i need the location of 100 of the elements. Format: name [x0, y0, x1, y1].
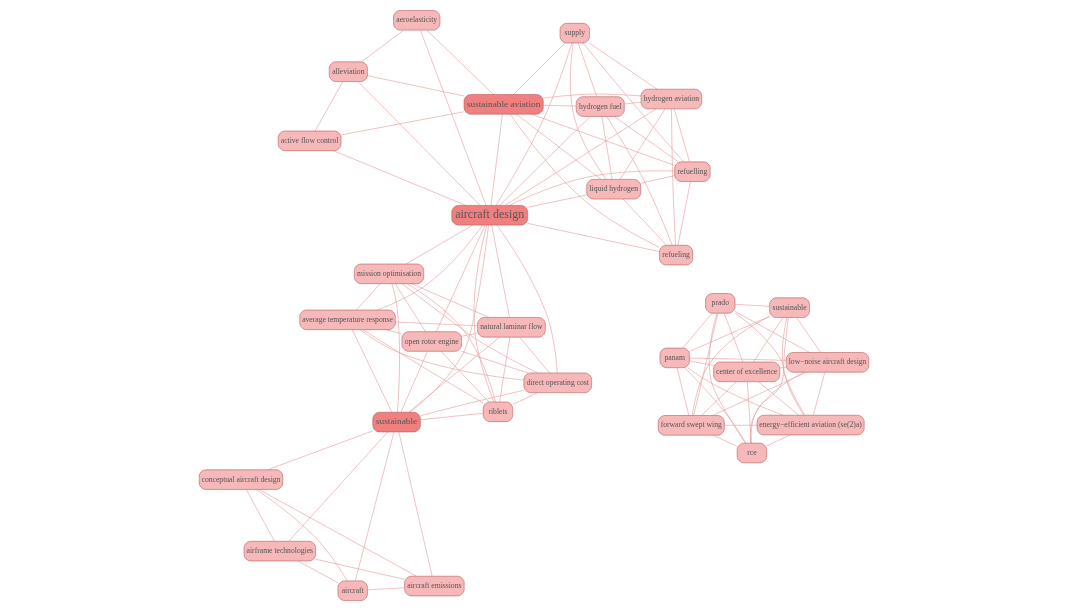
connector: [734, 303, 770, 307]
connector: [605, 116, 673, 246]
connector: [255, 489, 347, 582]
connector: [781, 317, 804, 416]
connector: [498, 336, 510, 403]
connector: [314, 81, 343, 132]
connector: [351, 329, 392, 413]
connector: [688, 357, 786, 361]
connector: [700, 381, 737, 416]
node-box: aircraft: [337, 580, 368, 601]
connector: [765, 434, 790, 447]
node-box: conceptual aircraft design: [198, 469, 283, 490]
connector: [440, 351, 489, 403]
node-box: aeroelasticity: [392, 10, 440, 31]
connector: [419, 29, 486, 206]
connector: [409, 224, 489, 413]
connector: [460, 333, 478, 337]
connector: [750, 317, 789, 444]
connector: [297, 560, 338, 583]
connector: [623, 101, 641, 105]
node-box: sustainable: [768, 297, 810, 318]
node-box: supply: [559, 23, 590, 44]
connector: [734, 312, 805, 416]
connector: [527, 223, 660, 252]
connector: [498, 116, 591, 206]
connector: [435, 224, 485, 332]
connector: [376, 225, 483, 311]
node-box: rce: [736, 442, 767, 464]
connector: [398, 431, 432, 577]
connector: [708, 313, 746, 444]
connector: [495, 42, 572, 206]
connector: [405, 224, 473, 265]
node-box: airframe technologies: [243, 541, 316, 562]
connector: [400, 351, 428, 413]
connector: [812, 371, 825, 416]
connector: [670, 108, 676, 246]
node-box: low−noise aircraft design: [785, 352, 869, 373]
connector: [692, 313, 718, 416]
node-box: forward swept wing: [657, 415, 725, 436]
connector: [683, 367, 746, 444]
connector: [622, 198, 667, 246]
connector: [613, 116, 679, 163]
connector: [504, 108, 656, 206]
node-box: sustainable aviation: [463, 94, 544, 115]
connector: [394, 321, 478, 327]
connector: [245, 489, 275, 542]
node-box: energy−efficient aviation (se(2)a): [756, 414, 864, 436]
connector: [332, 150, 466, 206]
connector: [394, 283, 426, 332]
node-box: hydrogen fuel: [575, 96, 625, 117]
connector: [757, 381, 799, 416]
connector: [490, 113, 503, 206]
connector: [419, 412, 483, 421]
connector: [419, 390, 524, 417]
connector: [340, 111, 464, 136]
connector: [391, 283, 400, 413]
connector: [426, 29, 494, 95]
node-box: mission optimisation: [353, 263, 424, 284]
connector: [515, 113, 601, 180]
connector: [601, 116, 612, 180]
connector: [354, 431, 394, 581]
node-box: hydrogen aviation: [640, 88, 702, 110]
connector: [355, 283, 380, 311]
connector: [518, 336, 550, 374]
connector: [287, 431, 388, 542]
connector: [542, 104, 576, 107]
connector: [779, 366, 786, 369]
connector: [639, 175, 675, 184]
node-box: refueling: [658, 245, 693, 266]
connector: [473, 224, 494, 403]
node-box: direct operating cost: [523, 372, 592, 393]
connector: [691, 316, 770, 416]
connector: [407, 336, 500, 413]
connector: [509, 113, 660, 248]
node-box: average temperature response: [298, 309, 396, 330]
connector: [366, 587, 405, 591]
connector: [746, 381, 752, 444]
connector: [542, 93, 641, 99]
node-box: open rotor engine: [401, 331, 462, 352]
connector: [723, 424, 757, 426]
connector: [577, 42, 597, 97]
node-box: panam: [659, 347, 690, 368]
node-box: active flow control: [277, 130, 341, 151]
node-box: aircraft design: [451, 205, 528, 226]
node-box: natural laminar flow: [476, 317, 546, 338]
node-box: liquid hydrogen: [585, 179, 641, 200]
connector: [734, 311, 810, 353]
connector: [526, 194, 587, 208]
connector: [619, 108, 665, 180]
connector: [688, 360, 714, 366]
connector: [360, 29, 404, 63]
connector: [508, 170, 675, 206]
connector: [366, 75, 464, 97]
connector: [357, 81, 480, 206]
node-box: sustainable: [372, 412, 421, 433]
connector: [569, 42, 606, 180]
node-box: aircraft emissions: [403, 575, 464, 597]
node-box: center of excellence: [712, 361, 780, 382]
connector: [582, 42, 684, 163]
node-box: refuelling: [673, 161, 710, 182]
